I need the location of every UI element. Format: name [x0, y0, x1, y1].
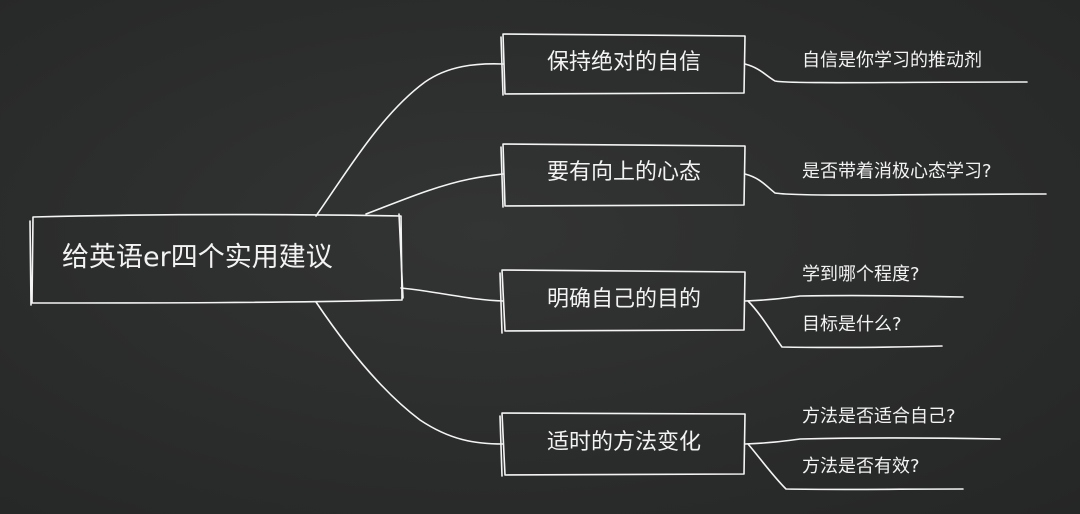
branch-box-2 — [500, 143, 746, 208]
leaf-2-1-label: 是否带着消极心态学习? — [802, 161, 992, 182]
connector-root-branch-2 — [365, 173, 504, 215]
branch-1-label: 保持绝对的自信 — [546, 50, 701, 75]
leaf-3-1-label: 学到哪个程度? — [802, 264, 920, 285]
branch-4-label: 适时的方法变化 — [546, 430, 701, 455]
leaf-4-2-label: 方法是否有效? — [802, 456, 920, 477]
connector-branch-3-leaf-1 — [744, 294, 964, 302]
connector-branch-4-leaf-2 — [747, 443, 964, 491]
root-box-sketch — [29, 213, 404, 306]
branch-box-3 — [499, 269, 746, 334]
root-label: 给英语er四个实用建议 — [62, 242, 333, 273]
connector-root-branch-4 — [315, 301, 504, 445]
branch-box-4 — [499, 412, 746, 477]
connector-root-branch-1 — [315, 63, 504, 217]
leaf-1-1-label: 自信是你学习的推动剂 — [802, 50, 982, 71]
connector-root-branch-3 — [400, 287, 504, 302]
leaf-3-2-label: 目标是什么? — [802, 314, 902, 335]
connector-branch-2-leaf-1 — [744, 173, 1047, 196]
leaf-4-1-label: 方法是否适合自己? — [802, 406, 956, 427]
connector-branch-4-leaf-1 — [744, 437, 1001, 445]
connector-branch-1-leaf-1 — [744, 63, 1028, 84]
branch-3-label: 明确自己的目的 — [546, 287, 701, 312]
connector-branch-3-leaf-2 — [747, 300, 943, 349]
branch-box-1 — [500, 33, 746, 96]
root-box — [31, 213, 403, 304]
branch-2-label: 要有向上的心态 — [546, 160, 701, 185]
